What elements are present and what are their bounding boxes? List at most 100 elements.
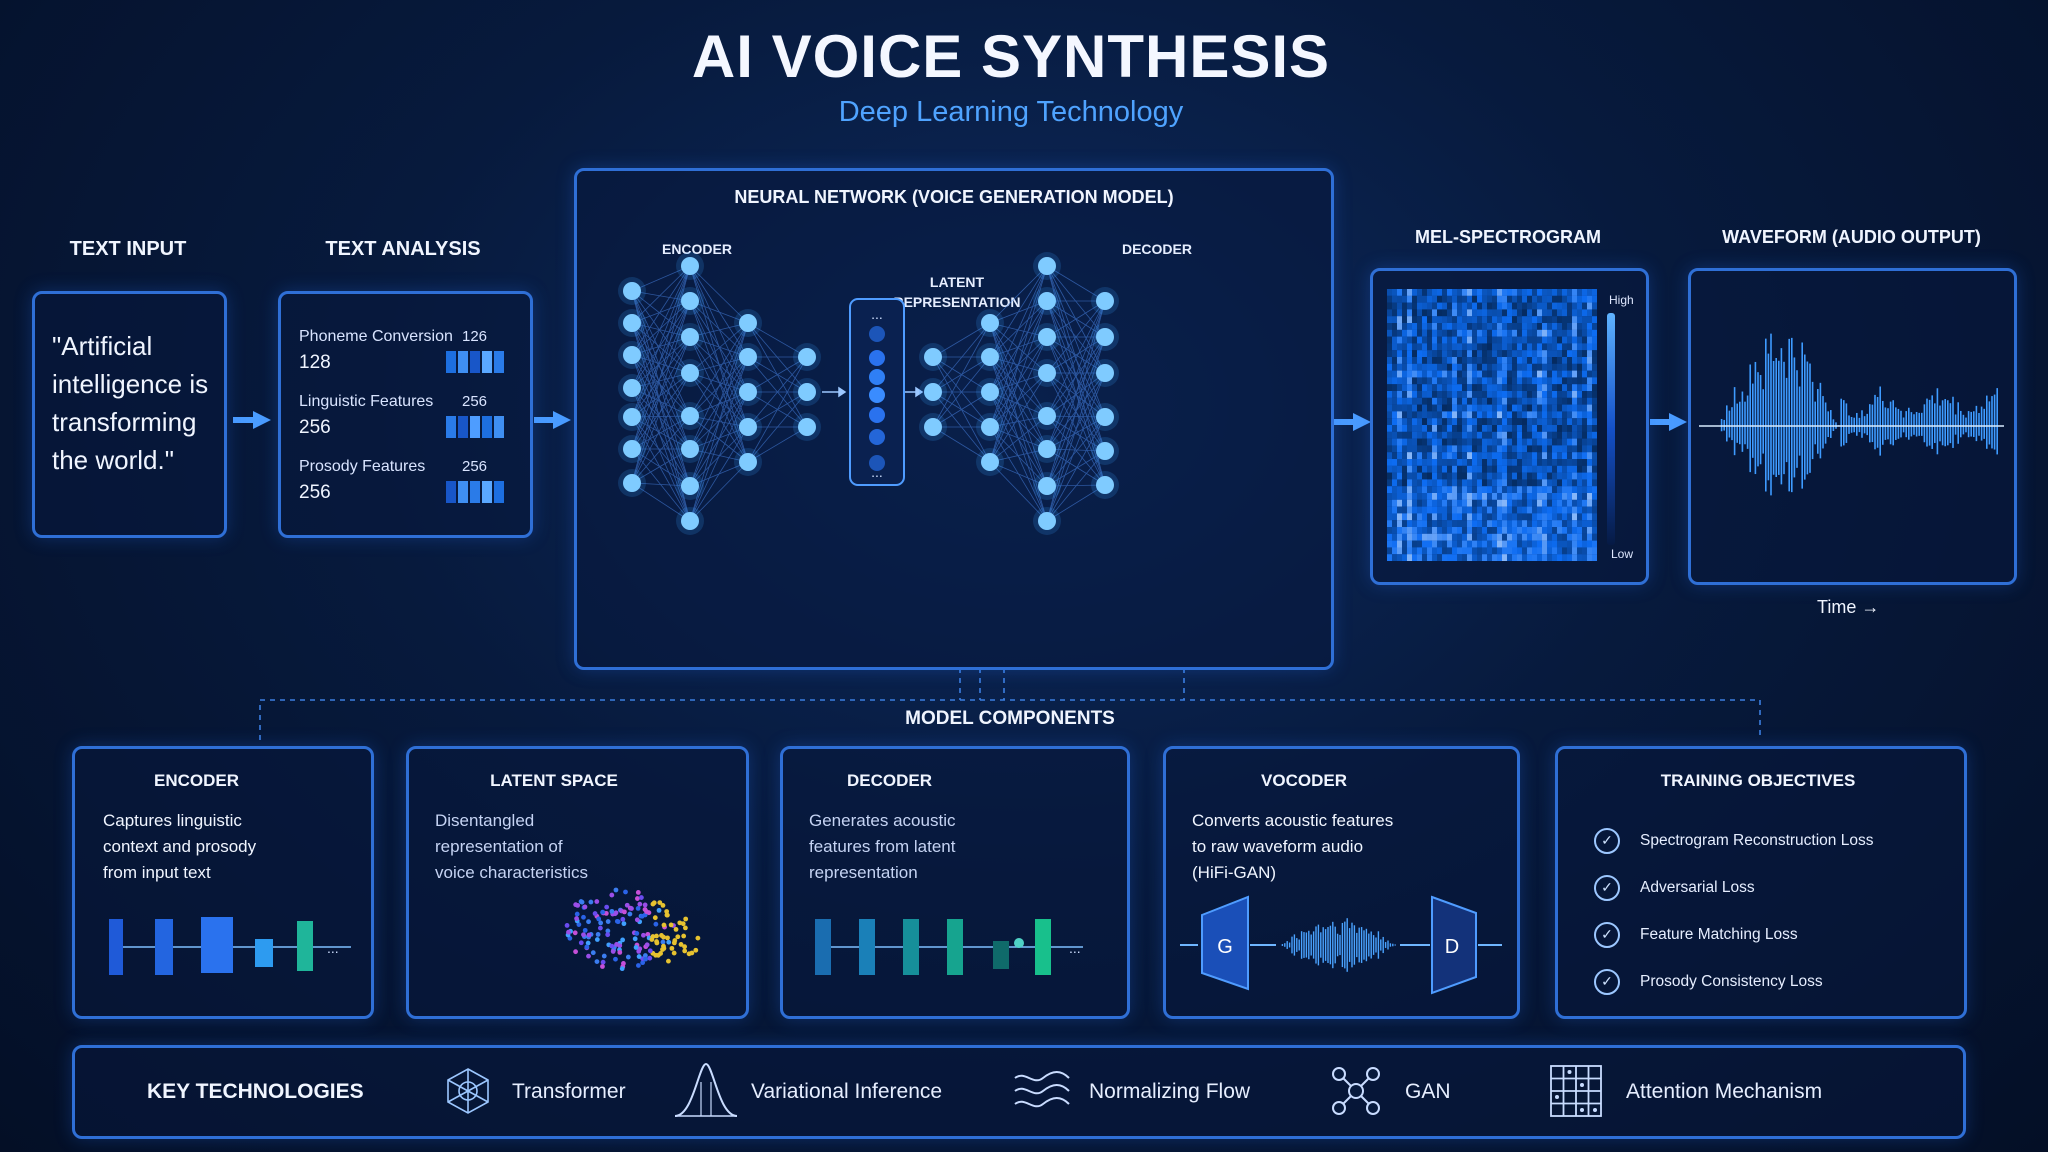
spectrogram-cell [1457,302,1462,310]
spectrogram-cell [1472,316,1477,324]
spectrogram-cell [1472,418,1477,426]
spectrogram-cell [1392,377,1397,385]
spectrogram-cell [1522,506,1527,514]
spectrogram-cell [1572,486,1577,494]
spectrogram-cell [1427,404,1432,412]
spectrogram-cell [1407,350,1412,358]
spectrogram-cell [1392,540,1397,548]
latent-point [581,932,586,938]
spectrogram-cell [1442,547,1447,555]
spectrogram-cell [1427,554,1432,561]
latent-point [642,953,648,958]
spectrogram-cell [1467,459,1472,466]
model-components-heading: MODEL COMPONENTS [905,708,1115,729]
spectrogram-cell [1582,547,1587,555]
spectrogram-cell [1407,418,1412,426]
spectrogram-cell [1527,377,1532,385]
spectrogram-cell [1407,445,1412,453]
spectrogram-cell [1472,309,1477,317]
spectrogram-cell [1442,493,1447,500]
spectrogram-cell [1457,425,1462,432]
spectrogram-cell [1487,350,1492,358]
latent-point [682,925,688,931]
spectrogram-cell [1402,479,1407,487]
spectrogram-cell [1547,533,1552,541]
spectrogram-cell [1592,316,1597,324]
spectrogram-cell [1397,350,1402,358]
spectrogram-cell [1572,343,1577,351]
spectrogram-cell [1402,465,1407,473]
spectrogram-cell [1387,343,1392,351]
spectrogram-cell [1457,316,1462,324]
spectrogram-cell [1482,445,1487,453]
spectrogram-cell [1537,295,1542,303]
spectrogram-cell [1542,431,1547,439]
spectrogram-cell [1567,445,1572,453]
spectrogram-cell [1507,289,1512,296]
spectrogram-cell [1512,411,1517,419]
spectrogram-cell [1497,520,1502,528]
spectrogram-cell [1497,289,1502,296]
spectrogram-cell [1432,397,1437,405]
spectrogram-cell [1532,486,1537,494]
spectrogram-cell [1497,343,1502,351]
spectrogram-cell [1467,431,1472,439]
spectrogram-cell [1522,295,1527,303]
spectrogram-cell [1547,540,1552,548]
spectrogram-cell [1457,513,1462,521]
spectrogram-cell [1572,323,1577,330]
spectrogram-cell [1442,540,1447,548]
spectrogram-cell [1442,459,1447,466]
spectrogram-cell [1562,329,1567,337]
spectrogram-cell [1572,445,1577,453]
spectrogram-cell [1397,520,1402,528]
spectrogram-cell [1567,520,1572,528]
spectrogram-cell [1432,418,1437,426]
objective-label: Adversarial Loss [1640,878,1755,896]
spectrogram-cell [1547,343,1552,351]
spectrogram-cell [1437,540,1442,548]
spectrogram-cell [1397,554,1402,561]
spectrogram-cell [1582,289,1587,296]
spectrogram-cell [1467,397,1472,405]
spectrogram-cell [1567,391,1572,398]
spectrogram-cell [1492,391,1497,398]
spectrogram-cell [1432,520,1437,528]
spectrogram-cell [1397,499,1402,507]
spectrogram-cell [1502,384,1507,392]
node [1038,407,1056,425]
spectrogram-cell [1417,533,1422,541]
spectrogram-cell [1467,336,1472,344]
spectrogram-cell [1577,472,1582,480]
spectrogram-cell [1527,411,1532,419]
spectrogram-cell [1542,343,1547,351]
node [981,383,999,401]
spectrogram-cell [1407,357,1412,364]
spectrogram-cell [1422,486,1427,494]
spectrogram-cell [1422,336,1427,344]
spectrogram-cell [1547,377,1552,385]
spectrogram-cell [1417,506,1422,514]
spectrogram-cell [1427,506,1432,514]
spectrogram-cell [1577,438,1582,446]
spectrogram-cell [1592,547,1597,555]
node [981,314,999,332]
spectrogram-cell [1487,554,1492,561]
spectrogram-cell [1437,438,1442,446]
spectrogram-cell [1387,527,1392,534]
spectrogram-cell [1492,547,1497,555]
spectrogram-cell [1582,431,1587,439]
spectrogram-cell [1547,418,1552,426]
spectrogram-cell [1452,391,1457,398]
spectrogram-cell [1547,452,1552,460]
spectrogram-cell [1447,350,1452,358]
spectrogram-cell [1562,295,1567,303]
desc-line: (HiFi-GAN) [1192,863,1277,882]
node [798,418,816,436]
spectrogram-cell [1547,384,1552,392]
spectrogram-cell [1477,329,1482,337]
tech-label-transformer: Transformer [512,1080,626,1103]
spectrogram-cell [1537,316,1542,324]
spectrogram-cell [1462,520,1467,528]
spectrogram-cell [1422,295,1427,303]
